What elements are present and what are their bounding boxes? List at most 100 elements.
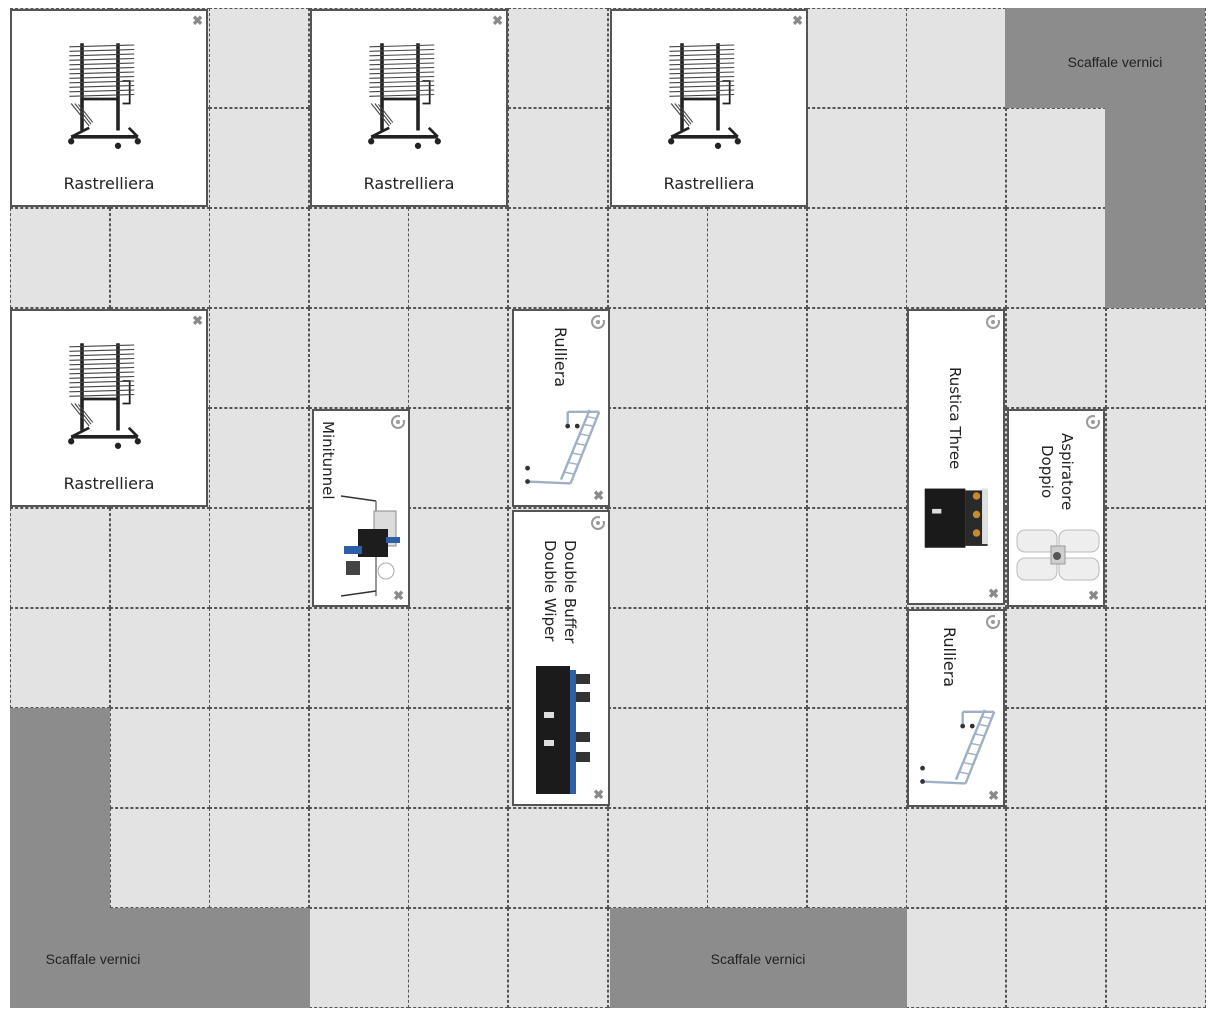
grid-cell[interactable] (1105, 908, 1206, 1008)
close-icon[interactable]: ✖ (792, 13, 803, 28)
grid-cell[interactable] (209, 808, 310, 908)
grid-cell[interactable] (109, 808, 210, 908)
grid-cell[interactable] (209, 708, 310, 808)
grid-cell[interactable] (707, 408, 808, 508)
grid-cell[interactable] (109, 708, 210, 808)
minitunnel-card[interactable]: ✖ Minitunnel (312, 409, 410, 607)
grid-cell[interactable] (806, 8, 907, 108)
double-buffer-card[interactable]: ✖ Double Buffer Double Wiper (512, 510, 610, 806)
grid-cell[interactable] (508, 808, 608, 908)
close-icon[interactable]: ✖ (593, 787, 604, 802)
grid-cell[interactable] (1006, 208, 1106, 308)
grid-cell[interactable] (806, 108, 907, 208)
grid-cell[interactable] (1105, 308, 1206, 408)
grid-cell[interactable] (508, 8, 608, 108)
grid-cell[interactable] (1105, 508, 1206, 608)
grid-cell[interactable] (906, 108, 1007, 208)
grid-cell[interactable] (1105, 708, 1206, 808)
grid-cell[interactable] (308, 808, 409, 908)
grid-cell[interactable] (508, 108, 608, 208)
close-icon[interactable]: ✖ (393, 588, 404, 603)
rulliera-card-1[interactable]: ✖ Rulliera (512, 309, 610, 507)
close-icon[interactable]: ✖ (492, 13, 503, 28)
grid-cell[interactable] (508, 208, 608, 308)
rotate-icon[interactable] (591, 315, 605, 329)
grid-cell[interactable] (707, 708, 808, 808)
grid-cell[interactable] (1006, 608, 1106, 708)
grid-cell[interactable] (209, 8, 310, 108)
grid-cell[interactable] (209, 108, 310, 208)
grid-cell[interactable] (906, 8, 1007, 108)
grid-cell[interactable] (1006, 708, 1106, 808)
rotate-icon[interactable] (986, 315, 1000, 329)
grid-cell[interactable] (707, 808, 808, 908)
grid-cell[interactable] (1105, 408, 1206, 508)
grid-cell[interactable] (10, 508, 110, 608)
close-icon[interactable]: ✖ (1088, 588, 1099, 603)
rotate-icon[interactable] (591, 516, 605, 530)
grid-cell[interactable] (707, 208, 808, 308)
shelf-area-bottom-middle[interactable] (610, 908, 907, 1008)
grid-cell[interactable] (806, 808, 907, 908)
grid-cell[interactable] (707, 308, 808, 408)
close-icon[interactable]: ✖ (988, 586, 999, 601)
close-icon[interactable]: ✖ (192, 13, 203, 28)
grid-cell[interactable] (308, 308, 409, 408)
grid-cell[interactable] (1105, 608, 1206, 708)
close-icon[interactable]: ✖ (988, 788, 999, 803)
grid-cell[interactable] (906, 908, 1007, 1008)
grid-cell[interactable] (607, 608, 708, 708)
grid-cell[interactable] (408, 208, 509, 308)
aspiratore-card[interactable]: ✖ Aspiratore Doppio (1007, 409, 1105, 607)
grid-cell[interactable] (1006, 108, 1106, 208)
grid-cell[interactable] (607, 208, 708, 308)
rustica-three-card[interactable]: ✖ Rustica Three (907, 309, 1005, 605)
rack-card-2[interactable]: ✖ (310, 9, 508, 207)
grid-cell[interactable] (806, 608, 907, 708)
rulliera-card-2[interactable]: ✖ Rulliera (907, 609, 1005, 807)
grid-cell[interactable] (408, 908, 509, 1008)
rack-card-3[interactable]: ✖ (610, 9, 808, 207)
grid-cell[interactable] (408, 808, 509, 908)
grid-cell[interactable] (209, 308, 310, 408)
shelf-area-top-right-column[interactable] (1105, 108, 1205, 308)
grid-cell[interactable] (806, 308, 907, 408)
grid-cell[interactable] (109, 508, 210, 608)
grid-cell[interactable] (209, 508, 310, 608)
grid-cell[interactable] (408, 408, 509, 508)
grid-cell[interactable] (607, 508, 708, 608)
grid-cell[interactable] (209, 608, 310, 708)
rack-card-1[interactable]: ✖ (10, 9, 208, 207)
rack-card-4[interactable]: ✖ (10, 309, 208, 507)
grid-cell[interactable] (408, 308, 509, 408)
grid-cell[interactable] (1006, 808, 1106, 908)
grid-cell[interactable] (308, 208, 409, 308)
grid-cell[interactable] (906, 208, 1007, 308)
grid-cell[interactable] (806, 508, 907, 608)
grid-cell[interactable] (308, 608, 409, 708)
grid-cell[interactable] (408, 508, 509, 608)
grid-cell[interactable] (607, 708, 708, 808)
grid-cell[interactable] (607, 808, 708, 908)
grid-cell[interactable] (10, 608, 110, 708)
grid-cell[interactable] (508, 908, 608, 1008)
shelf-area-bottom-left-column[interactable] (10, 708, 110, 1008)
grid-cell[interactable] (109, 208, 210, 308)
grid-cell[interactable] (308, 908, 409, 1008)
grid-cell[interactable] (906, 808, 1007, 908)
grid-cell[interactable] (10, 208, 110, 308)
rotate-icon[interactable] (391, 415, 405, 429)
close-icon[interactable]: ✖ (192, 313, 203, 328)
shelf-area-bottom-left[interactable] (110, 908, 310, 1008)
grid-cell[interactable] (707, 508, 808, 608)
grid-cell[interactable] (1006, 308, 1106, 408)
grid-cell[interactable] (806, 708, 907, 808)
grid-cell[interactable] (806, 408, 907, 508)
grid-cell[interactable] (109, 608, 210, 708)
grid-cell[interactable] (308, 708, 409, 808)
grid-cell[interactable] (707, 608, 808, 708)
shelf-area-top-right[interactable] (1005, 8, 1205, 108)
close-icon[interactable]: ✖ (593, 488, 604, 503)
rotate-icon[interactable] (986, 615, 1000, 629)
grid-cell[interactable] (408, 708, 509, 808)
